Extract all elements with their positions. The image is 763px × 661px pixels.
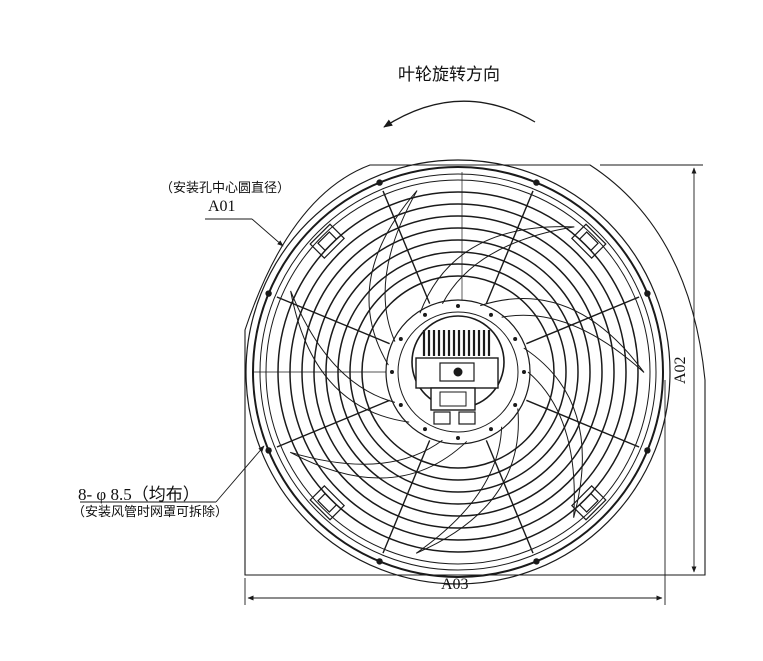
a01-leader	[205, 218, 284, 247]
dimension-a03-label: A03	[441, 576, 469, 593]
dimension-a01-label: A01	[208, 198, 236, 215]
impeller-blades	[289, 190, 645, 554]
mount-hole-note-label: （安装孔中心圆直径）	[160, 181, 291, 196]
guard-spokes	[276, 190, 640, 554]
mounting-tabs	[309, 223, 607, 521]
hole-spec-label: 8- φ 8.5（均布）	[78, 485, 200, 504]
rotation-direction-label: 叶轮旋转方向	[398, 65, 500, 85]
rotation-arrow	[383, 100, 536, 128]
dimension-a02	[600, 164, 703, 576]
housing-plate-outline	[244, 164, 706, 576]
mounting-holes	[265, 179, 651, 565]
motor-hub	[385, 299, 531, 445]
hole-spec-leader	[80, 445, 265, 503]
dimension-a03	[244, 380, 666, 605]
hole-spec-note-label: （安装风管时网罩可拆除）	[72, 505, 229, 520]
dimension-a02-label: A02	[672, 356, 689, 384]
centre-lines	[253, 172, 463, 373]
